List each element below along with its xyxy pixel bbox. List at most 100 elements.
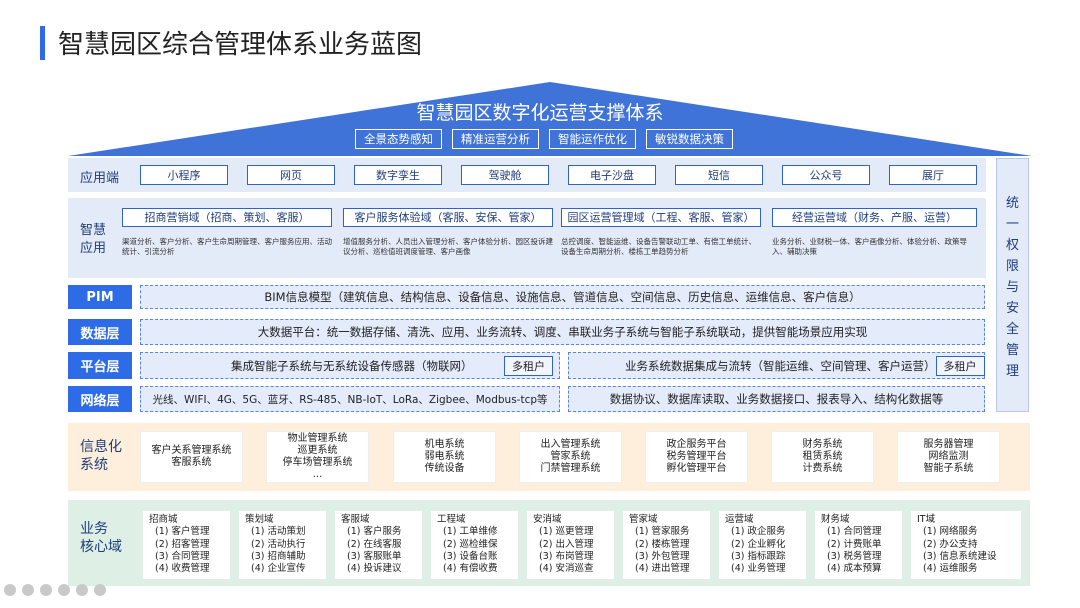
core-domain-item: (2) 企业孵化 bbox=[731, 538, 786, 550]
info-system-name: 管家系统 bbox=[550, 451, 591, 462]
platform-right-text: 业务系统数据集成与流转（智能运维、空间管理、客户运营） bbox=[625, 358, 936, 373]
core-domain-item: (3) 外包管理 bbox=[635, 550, 690, 562]
core-domain-item: (1) 合同管理 bbox=[827, 526, 882, 538]
core-domain: 财务域 (1) 合同管理 (2) 计费账单 (3) 税务管理 (4) 成本预算 bbox=[814, 510, 903, 580]
previous-icon[interactable] bbox=[4, 584, 16, 596]
smart-app-category: 经营运营域（财务、产服、运营） 业务分析、业财税一体、客户画像分析、体验分析、政… bbox=[772, 208, 977, 257]
smart-app-category-title: 园区运营管理域（工程、客服、管家） bbox=[561, 208, 761, 227]
info-system-name: 客服系统 bbox=[171, 457, 212, 468]
info-system-name: 智能子系统 bbox=[923, 463, 974, 474]
info-system-name: 巡更系统 bbox=[297, 445, 338, 456]
core-domain-item: (4) 有偿收费 bbox=[443, 563, 498, 575]
collapse-icon[interactable] bbox=[94, 584, 106, 596]
core-domain: 招商城 (1) 客户管理 (2) 招客管理 (3) 合同管理 (4) 收费管理 bbox=[142, 510, 231, 580]
info-systems-label-line: 系统 bbox=[80, 457, 108, 473]
more-icon[interactable] bbox=[76, 584, 88, 596]
app-end-item: 短信 bbox=[675, 165, 763, 185]
platform-right: 业务系统数据集成与流转（智能运维、空间管理、客户运营） 多租户 bbox=[568, 352, 985, 379]
roof-title: 智慧园区数字化运营支撑体系 bbox=[416, 102, 664, 124]
core-domain-item: (2) 办公支持 bbox=[923, 538, 978, 550]
next-icon[interactable] bbox=[22, 584, 34, 596]
roof-tag: 智能运作优化 bbox=[549, 129, 636, 149]
info-system-name: ... bbox=[312, 469, 323, 480]
security-char: 统 bbox=[1005, 195, 1019, 211]
multi-tenant-badge: 多租户 bbox=[504, 355, 553, 376]
security-char: 权 bbox=[1005, 237, 1019, 253]
security-char: 管 bbox=[1005, 342, 1019, 358]
core-domain-title: 工程域 bbox=[437, 514, 466, 525]
core-domain: 安消域 (1) 巡更管理 (2) 出入管理 (3) 布岗管理 (4) 安消巡查 bbox=[526, 510, 615, 580]
core-domain: 策划域 (1) 活动策划 (2) 活动执行 (3) 招商辅助 (4) 企业宣传 bbox=[238, 510, 327, 580]
pen-icon[interactable] bbox=[40, 584, 52, 596]
core-domain-item: (4) 企业宣传 bbox=[251, 563, 306, 575]
info-system-name: 客户关系管理系统 bbox=[151, 445, 232, 456]
smart-app-category-desc: 增值服务分析、人员出入管理分析、客户体验分析、园区投诉建议分析、巡检值班调度管理… bbox=[343, 237, 553, 256]
info-system-box: 物业管理系统 巡更系统 停车场管理系统 ... bbox=[266, 431, 369, 483]
smart-app-category-title: 招商营销域（招商、策划、客服） bbox=[122, 208, 332, 227]
core-domain-title: 策划域 bbox=[245, 514, 274, 525]
core-domain-item: (3) 设备台账 bbox=[443, 550, 498, 562]
smart-apps-label: 智慧 应用 bbox=[80, 222, 120, 258]
core-domain-item: (1) 巡更管理 bbox=[539, 526, 594, 538]
info-systems-label-line: 信息化 bbox=[80, 439, 122, 455]
pim-label: PIM bbox=[68, 285, 132, 309]
core-domain-title: 运营域 bbox=[725, 514, 754, 525]
network-label: 网络层 bbox=[68, 386, 132, 412]
core-domain-item: (4) 安消巡查 bbox=[539, 563, 594, 575]
info-system-name: 出入管理系统 bbox=[540, 439, 601, 450]
info-system-name: 计费系统 bbox=[802, 463, 843, 474]
page-title: 智慧园区综合管理体系业务蓝图 bbox=[58, 30, 423, 60]
info-system-name: 孵化管理平台 bbox=[666, 463, 727, 474]
core-domain: 客服域 (1) 客户服务 (2) 在线客服 (3) 客服账单 (4) 投诉建议 bbox=[334, 510, 423, 580]
core-domain-item: (1) 管家服务 bbox=[635, 526, 690, 538]
info-system-name: 机电系统 bbox=[424, 439, 465, 450]
core-domain-title: 客服域 bbox=[341, 514, 370, 525]
core-domain-item: (2) 招客管理 bbox=[155, 538, 210, 550]
info-system-name: 租赁系统 bbox=[802, 451, 843, 462]
title-accent-bar bbox=[40, 26, 45, 60]
core-domain-item: (1) 客户服务 bbox=[347, 526, 402, 538]
roof-tags: 全景态势感知 精准运营分析 智能运作优化 敏锐数据决策 bbox=[355, 129, 755, 149]
security-char: 全 bbox=[1005, 321, 1019, 337]
core-domain-item: (1) 工单维修 bbox=[443, 526, 498, 538]
info-system-box: 政企服务平台 税务管理平台 孵化管理平台 bbox=[645, 431, 748, 483]
app-end-item: 展厅 bbox=[889, 165, 977, 185]
smart-app-category: 园区运营管理域（工程、客服、管家） 总控调度、智能运维、设备告警联动工单、有偿工… bbox=[561, 208, 761, 257]
roof-shape bbox=[68, 82, 1032, 156]
network-right: 数据协议、数据库读取、业务数据接口、报表导入、结构化数据等 bbox=[568, 386, 985, 412]
info-system-box: 财务系统 租赁系统 计费系统 bbox=[771, 431, 874, 483]
core-domain-item: (2) 计费账单 bbox=[827, 538, 882, 550]
app-end-item: 驾驶舱 bbox=[461, 165, 549, 185]
core-domains-label: 业务 核心域 bbox=[80, 520, 136, 556]
smart-apps-label-line: 智慧 bbox=[80, 223, 107, 238]
slides-icon[interactable] bbox=[58, 584, 70, 596]
smart-app-category: 客户服务体验域（客服、安保、管家） 增值服务分析、人员出入管理分析、客户体验分析… bbox=[343, 208, 553, 257]
core-domain-item: (3) 客服账单 bbox=[347, 550, 402, 562]
core-domain-title: 安消域 bbox=[533, 514, 562, 525]
data-layer-content: 大数据平台：统一数据存储、清洗、应用、业务流转、调度、串联业务子系统与智能子系统… bbox=[140, 319, 985, 345]
security-char: 一 bbox=[1005, 216, 1019, 232]
core-domain-item: (4) 收费管理 bbox=[155, 563, 210, 575]
app-end-label: 应用端 bbox=[80, 171, 120, 186]
info-system-name: 弱电系统 bbox=[424, 451, 465, 462]
roof-tag: 精准运营分析 bbox=[452, 129, 539, 149]
app-end-item: 数字孪生 bbox=[354, 165, 442, 185]
core-domain-item: (4) 业务管理 bbox=[731, 563, 786, 575]
app-end-item: 小程序 bbox=[140, 165, 228, 185]
presentation-toolbar bbox=[4, 584, 106, 596]
core-domain-item: (2) 楼栋管理 bbox=[635, 538, 690, 550]
core-domain-item: (3) 招商辅助 bbox=[251, 550, 306, 562]
info-system-name: 门禁管理系统 bbox=[540, 463, 601, 474]
core-domain-title: 招商城 bbox=[149, 514, 178, 525]
smart-app-category-title: 经营运营域（财务、产服、运营） bbox=[772, 208, 977, 227]
app-end-item: 电子沙盘 bbox=[568, 165, 656, 185]
app-end-item: 公众号 bbox=[782, 165, 870, 185]
security-char: 限 bbox=[1005, 258, 1019, 274]
security-char: 与 bbox=[1005, 279, 1019, 295]
core-domain-item: (2) 活动执行 bbox=[251, 538, 306, 550]
core-domain: 管家域 (1) 管家服务 (2) 楼栋管理 (3) 外包管理 (4) 进出管理 bbox=[622, 510, 711, 580]
info-system-box: 机电系统 弱电系统 传统设备 bbox=[393, 431, 496, 483]
platform-label: 平台层 bbox=[68, 352, 132, 379]
platform-left: 集成智能子系统与无系统设备传感器（物联网） 多租户 bbox=[140, 352, 560, 379]
info-system-name: 物业管理系统 bbox=[287, 433, 348, 444]
